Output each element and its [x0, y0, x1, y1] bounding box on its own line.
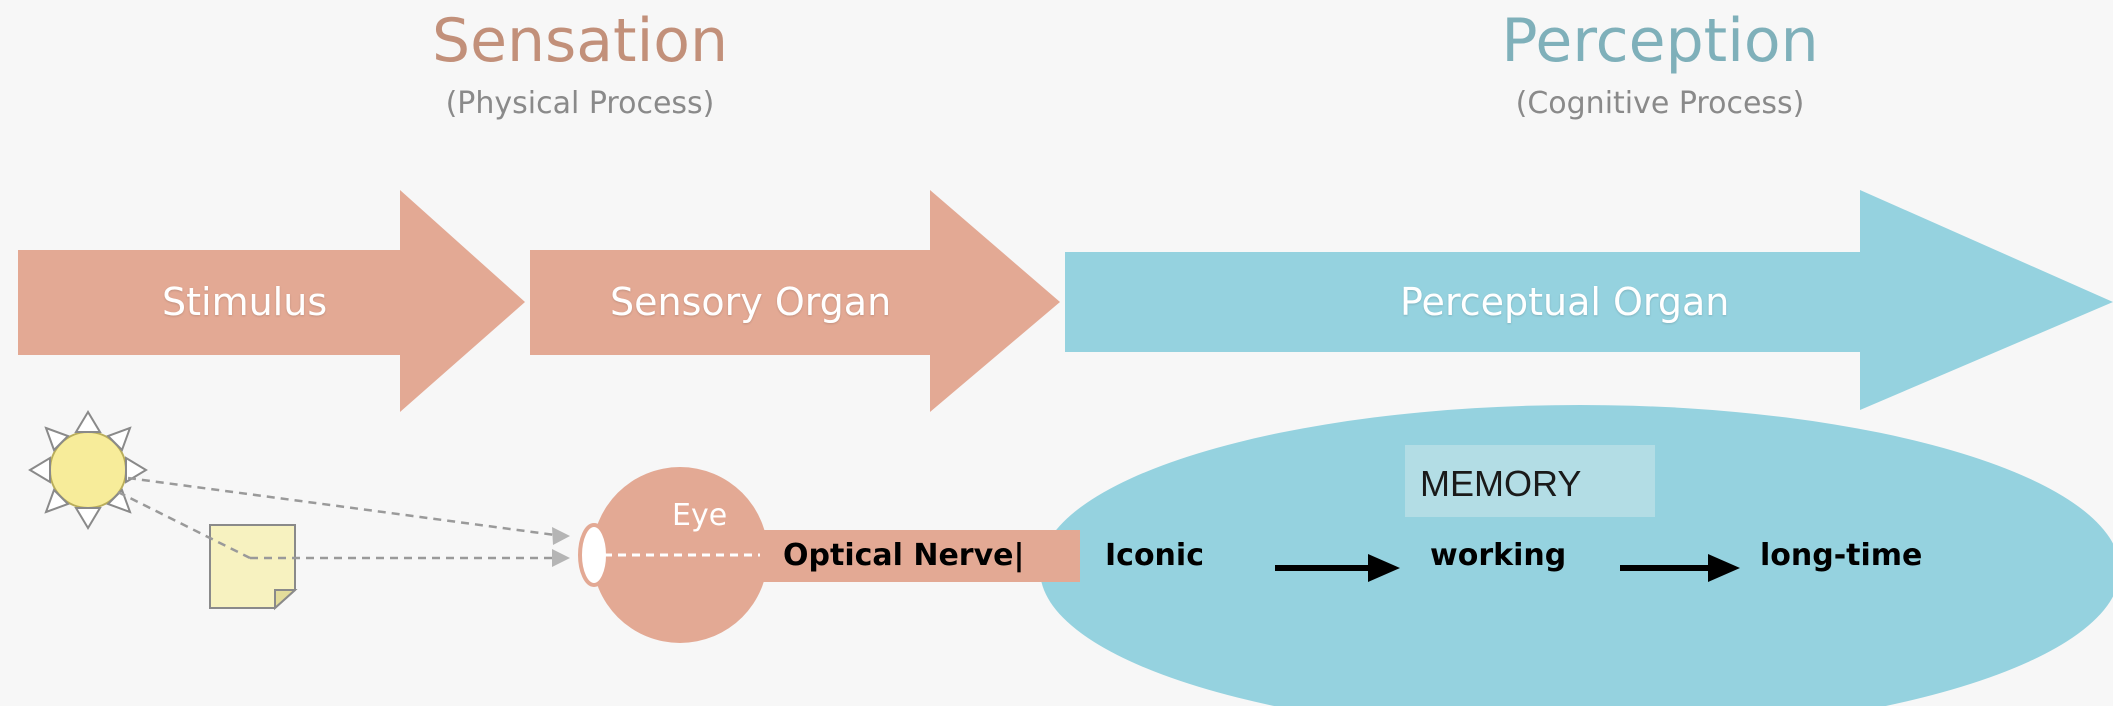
eye-icon	[580, 467, 780, 643]
perceptual-organ-label: Perceptual Organ	[1400, 280, 1729, 324]
perception-heading: Perception (Cognitive Process)	[1400, 6, 1920, 124]
optical-nerve-label: Optical Nerve|	[783, 538, 1024, 573]
memory-stage-working: working	[1430, 538, 1566, 573]
paper-icon	[210, 525, 295, 608]
sun-icon	[30, 412, 146, 528]
sensation-subtitle: (Physical Process)	[340, 84, 820, 124]
ray-arrowhead	[552, 527, 570, 545]
eye-label: Eye	[672, 498, 727, 533]
memory-stage-iconic: Iconic	[1105, 538, 1204, 573]
sensory-organ-label: Sensory Organ	[610, 280, 891, 324]
sensation-title: Sensation	[340, 6, 820, 76]
perception-subtitle: (Cognitive Process)	[1400, 84, 1920, 124]
light-rays	[118, 478, 555, 558]
memory-title: MEMORY	[1420, 463, 1581, 505]
stimulus-label: Stimulus	[162, 280, 327, 324]
sensation-heading: Sensation (Physical Process)	[340, 6, 820, 124]
ray-arrowhead	[552, 549, 570, 567]
memory-stage-long-time: long-time	[1760, 538, 1922, 573]
perception-title: Perception	[1400, 6, 1920, 76]
